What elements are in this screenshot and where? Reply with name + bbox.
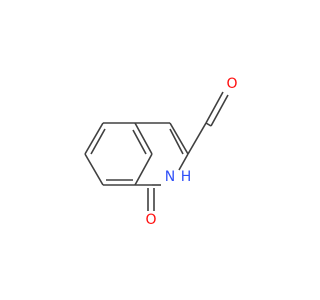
bond-c3-n2 [178, 153, 189, 171]
bond-c6-c7 [84, 153, 104, 186]
bond-cho-o-lower [210, 94, 229, 127]
bond-c3-cho [187, 122, 207, 155]
atom-labels: O N H O [145, 76, 237, 228]
bond-c5-c6 [84, 122, 104, 155]
bond-c8-c8a [134, 153, 153, 186]
molecule-structure: O N H O [84, 76, 238, 228]
bond-c8a-c4a [134, 122, 153, 155]
carbonyl-oxygen-label: O [145, 212, 156, 228]
bond-cho-o-join [205, 122, 212, 127]
aldehyde-oxygen-label: O [226, 76, 237, 92]
bond-c4-c3-inner [169, 128, 184, 155]
ring-nitrogen-label: N [165, 169, 175, 185]
ring-nitrogen-hydrogen-label: H [181, 169, 192, 185]
bond-c8a-c4a-inner [132, 129, 147, 155]
bond-c4-c3 [169, 122, 189, 155]
bond-c5-c6-inner [90, 128, 106, 155]
bond-cho-o-upper [205, 91, 224, 124]
bonds [84, 91, 229, 211]
